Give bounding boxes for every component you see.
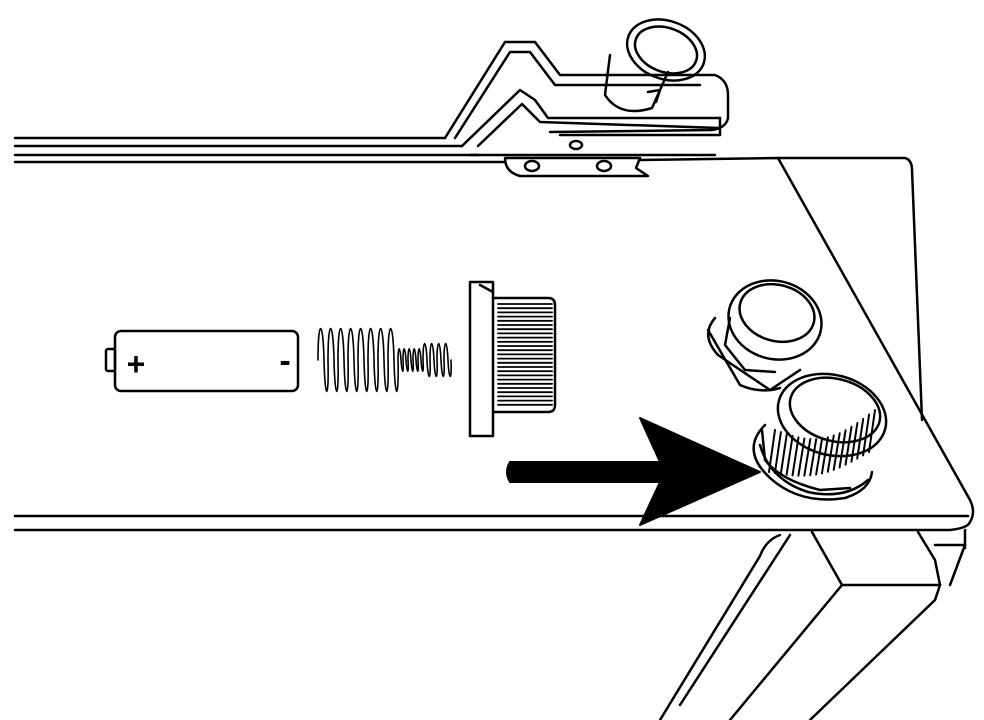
knurled-cap-icon (468, 280, 557, 438)
battery-minus-symbol: - (279, 342, 290, 380)
battery-icon: + - (104, 329, 300, 393)
spring-icon (317, 327, 452, 393)
slotted-plate (503, 139, 650, 178)
battery-plus-symbol: + (127, 346, 146, 382)
arrow-right-icon (506, 417, 761, 526)
legs (658, 528, 967, 720)
main-panel (13, 156, 975, 532)
top-knob (603, 18, 707, 113)
top-panel-edge (13, 136, 717, 164)
top-bracket (443, 40, 730, 148)
knob-icon (752, 372, 888, 501)
panel-knob (706, 279, 823, 392)
